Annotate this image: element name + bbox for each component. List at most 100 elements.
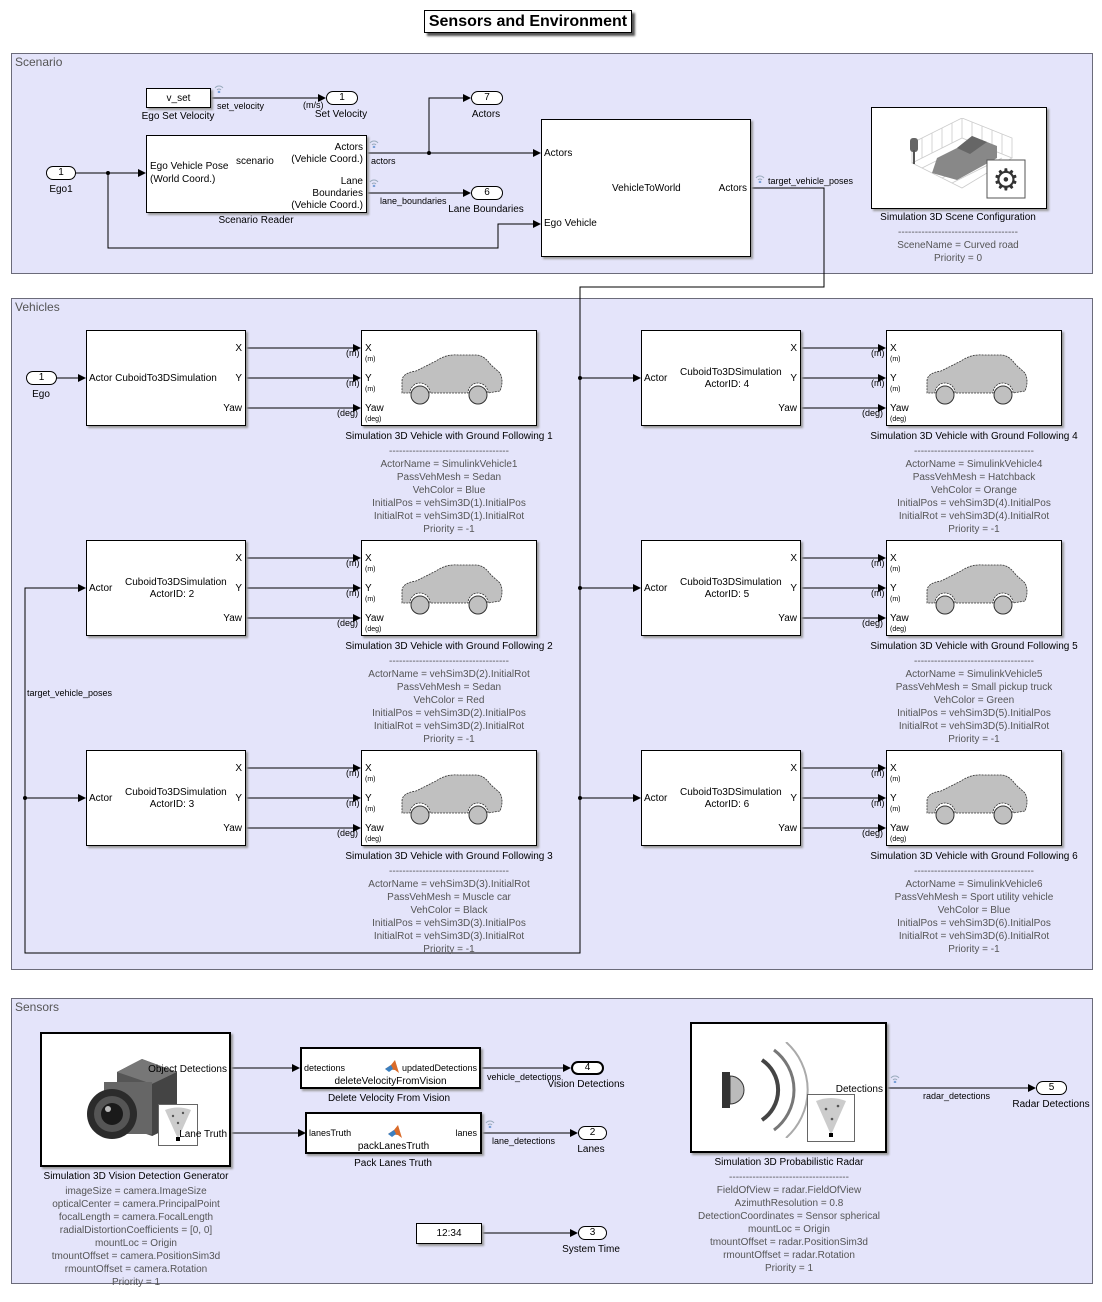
port-label: Ego Vehicle (544, 218, 597, 229)
block-caption: Simulation 3D Vehicle with Ground Follow… (870, 641, 1078, 652)
sim-3d-vehicle-block[interactable]: X(m)Y(m)Yaw(deg) (886, 750, 1062, 846)
port-unit: (deg) (890, 836, 907, 843)
param-line: InitialPos = vehSim3D(4).InitialPos (897, 498, 1051, 509)
function-name: packLanesTruth (357, 1141, 430, 1152)
block-caption: Simulation 3D Vehicle with Ground Follow… (870, 431, 1078, 442)
vehicle-to-world-block[interactable]: Actors Ego Vehicle VehicleToWorld Actors (541, 119, 751, 257)
port-unit: (m) (365, 386, 376, 393)
port-label: updatedDetections (401, 1063, 477, 1073)
param-line: InitialPos = vehSim3D(5).InitialPos (897, 708, 1051, 719)
port-unit: (m) (365, 806, 376, 813)
signal-label: target_vehicle_poses (768, 176, 854, 186)
block-caption: Delete Velocity From Vision (327, 1093, 451, 1104)
sim-3d-vehicle-block[interactable]: X(m)Y(m)Yaw(deg) (361, 330, 537, 426)
outport-vision-detections[interactable]: 4 (571, 1061, 604, 1075)
param-separator: ------------------------------------ (914, 656, 1034, 667)
param-line: Priority = -1 (948, 944, 1000, 955)
outport-system-time[interactable]: 3 (578, 1226, 607, 1240)
block-center-label: VehicleToWorld (612, 183, 681, 194)
port-label: Y (235, 793, 242, 804)
outport-lanes[interactable]: 2 (578, 1126, 607, 1140)
diagram-title: Sensors and Environment (424, 10, 632, 33)
clock-block[interactable]: 12:34 (416, 1223, 482, 1244)
block-params: ------------------------------------Acto… (896, 655, 1052, 746)
vision-detection-generator-block[interactable]: Object Detections Lane Truth (40, 1032, 231, 1167)
ego-set-velocity-block[interactable]: v_set (146, 88, 211, 108)
area-label: Scenario (15, 55, 63, 69)
block-center-label: CuboidTo3DSimulation (680, 577, 782, 588)
sim-3d-vehicle-block[interactable]: X(m)Y(m)Yaw(deg) (886, 540, 1062, 636)
param-line: InitialRot = vehSim3D(5).InitialRot (898, 721, 1050, 732)
area-label: Sensors (15, 1000, 60, 1014)
pack-lanes-truth-block[interactable]: lanesTruth lanes packLanesTruth (305, 1112, 482, 1154)
unit-label: (m) (871, 558, 885, 568)
block-caption: Simulation 3D Vehicle with Ground Follow… (870, 851, 1078, 862)
port-label: Y (890, 583, 897, 594)
block-params: ------------------------------------ Acto… (897, 445, 1051, 536)
unit-label: (deg) (337, 828, 359, 838)
block-center-label: ActorID: 5 (704, 589, 750, 600)
port-label: Actor (89, 793, 113, 804)
block-params: ------------------------------------Acto… (895, 865, 1054, 956)
port-label: Actors (718, 183, 747, 194)
block-caption: Scenario Reader (218, 215, 294, 226)
port-label: lanesTruth (309, 1128, 352, 1138)
unit-label: (deg) (862, 618, 884, 628)
port-label: Actor (644, 373, 668, 384)
port-label: Yaw (223, 823, 242, 834)
block-center-label: CuboidTo3DSimulation (680, 787, 782, 798)
sim-3d-vehicle-block[interactable]: X(m)Y(m)Yaw(deg) (361, 540, 537, 636)
port-label: (Vehicle Coord.) (291, 154, 363, 165)
port-label: Y (790, 793, 797, 804)
param-line: Priority = -1 (423, 944, 475, 955)
port-label: Detections (835, 1084, 883, 1095)
sim-3d-vehicle-block[interactable]: X(m)Y(m)Yaw(deg) (361, 750, 537, 846)
scene-configuration-block[interactable]: ⚙ (871, 107, 1047, 209)
probabilistic-radar-block[interactable]: Detections (690, 1022, 887, 1153)
unit-label: (m) (346, 798, 360, 808)
port-unit: (deg) (365, 836, 382, 843)
signal-label: set_velocity (217, 101, 265, 111)
unit-label: (m) (346, 378, 360, 388)
outport-actors[interactable]: 7 (471, 91, 503, 105)
block-center-label: CuboidTo3DSimulation (680, 367, 782, 378)
port-label: Yaw (890, 823, 909, 834)
outport-label: Radar Detections (1012, 1099, 1090, 1110)
param-separator: ------------------------------------ (914, 446, 1034, 457)
port-label: Yaw (890, 403, 909, 414)
param-line: ActorName = SimulinkVehicle4 (905, 459, 1043, 470)
port-label: Actor (644, 583, 668, 594)
signal-label: target_vehicle_poses (27, 688, 113, 698)
param-line: ActorName = SimulinkVehicle6 (905, 879, 1043, 890)
inport-ego[interactable]: 1 (26, 371, 57, 385)
port-unit: (deg) (365, 626, 382, 633)
inport-ego1[interactable]: 1 (46, 166, 76, 180)
port-label: Y (890, 373, 897, 384)
delete-velocity-block[interactable]: detections updatedDetections deleteVeloc… (300, 1047, 481, 1089)
param-separator: ------------------------------------ (389, 866, 509, 877)
port-label: X (235, 553, 242, 564)
param-line: InitialRot = vehSim3D(1).InitialRot (373, 511, 525, 522)
outport-radar-detections[interactable]: 5 (1036, 1081, 1067, 1095)
port-label: Yaw (778, 403, 797, 414)
block-center-label: CuboidTo3DSimulation (125, 787, 227, 798)
param-line: VehColor = Black (410, 905, 488, 916)
block-params: ------------------------------------ Fie… (698, 1171, 880, 1275)
port-label: Yaw (223, 403, 242, 414)
outport-lane-boundaries[interactable]: 6 (471, 186, 503, 200)
param-line: opticalCenter = camera.PrincipalPoint (52, 1199, 220, 1210)
sim-3d-vehicle-block[interactable]: X(m)Y(m)Yaw(deg) (886, 330, 1062, 426)
block-params: ------------------------------------Acto… (368, 865, 529, 956)
scenario-reader-block[interactable]: Ego Vehicle Pose (World Coord.) scenario… (146, 135, 367, 213)
param-line: Priority = 1 (111, 1277, 161, 1288)
outport-set-velocity[interactable]: 1 (326, 91, 358, 105)
car-icon (921, 561, 1031, 624)
port-label: Y (235, 373, 242, 384)
outport-label: Lanes (577, 1144, 605, 1155)
